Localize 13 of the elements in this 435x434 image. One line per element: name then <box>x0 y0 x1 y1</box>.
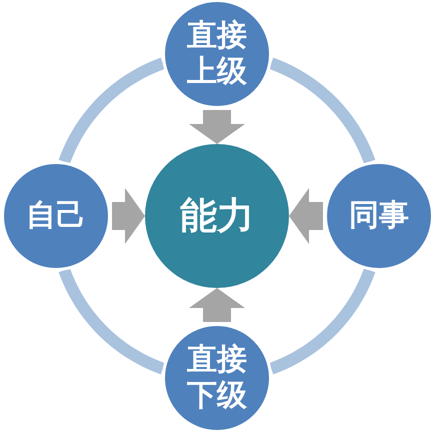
circle-label: 直接上级 <box>186 18 248 90</box>
block-arrow <box>289 188 323 244</box>
ring-arc <box>269 58 376 164</box>
ring-arc <box>58 268 165 374</box>
block-arrow <box>189 288 245 322</box>
circle-label: 自己 <box>26 198 86 234</box>
ring-arc <box>58 58 165 164</box>
block-arrow <box>189 110 245 144</box>
circle-label: 同事 <box>349 198 409 234</box>
circle-label: 直接下级 <box>186 342 248 414</box>
block-arrow <box>112 188 145 244</box>
ring-arc <box>269 268 376 374</box>
circle-label: 能力 <box>180 194 254 238</box>
